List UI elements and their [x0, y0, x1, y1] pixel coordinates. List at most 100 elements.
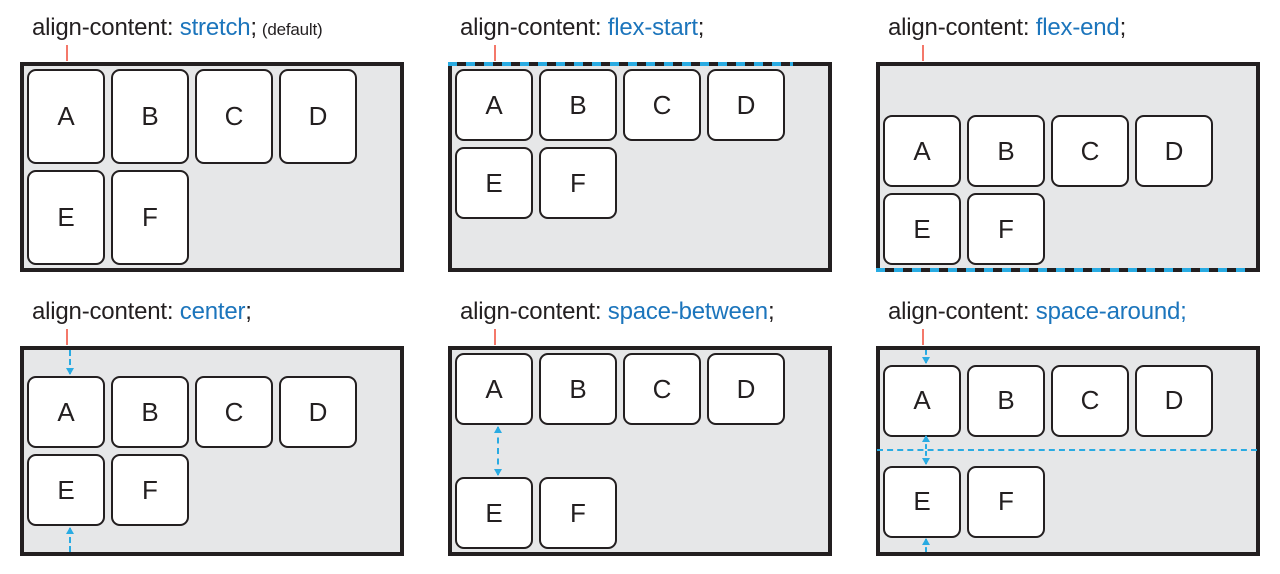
- tick-row: [448, 328, 832, 346]
- panel-label: align-content: center;: [32, 298, 404, 328]
- spacing-arrow-above-midline: [922, 435, 930, 449]
- arrow-head-down-icon: [922, 357, 930, 364]
- arrow-head-down-icon: [66, 368, 74, 375]
- arrow-line: [925, 451, 927, 464]
- flex-container-flex-start: A B C D E F: [448, 62, 832, 272]
- semicolon: ;: [250, 14, 257, 41]
- arrow-head-down-icon: [922, 458, 930, 465]
- arrow-line: [69, 350, 71, 374]
- red-tick-line: [922, 329, 924, 345]
- spacing-arrow-between-rows: [494, 426, 502, 476]
- flex-item-e: E: [27, 454, 105, 526]
- property-value: stretch: [179, 14, 251, 41]
- midline-dashed: [877, 449, 1257, 451]
- flex-container-flex-end: A B C D E F: [876, 62, 1260, 272]
- property-name: align-content:: [32, 298, 174, 325]
- flex-item-d: D: [279, 69, 357, 164]
- default-note: (default): [261, 20, 323, 39]
- flex-container-center: A B C D E F: [20, 346, 404, 556]
- align-content-diagram: align-content: stretch;(default) A B C D…: [20, 14, 1260, 556]
- panel-label: align-content: flex-start;: [460, 14, 832, 44]
- flex-item-e: E: [455, 147, 533, 219]
- flex-item-d: D: [1135, 364, 1213, 437]
- arrow-line: [925, 539, 927, 552]
- property-name: align-content:: [460, 14, 602, 41]
- panel-label: align-content: space-between;: [460, 298, 832, 328]
- panel-label: align-content: flex-end;: [888, 14, 1260, 44]
- flex-item-b: B: [111, 376, 189, 448]
- arrow-line: [925, 350, 927, 363]
- panel-label: align-content: stretch;(default): [32, 14, 404, 44]
- red-tick-line: [66, 329, 68, 345]
- flex-item-a: A: [455, 353, 533, 425]
- property-value: space-between: [607, 298, 768, 325]
- flex-end-highlight-line: [876, 268, 1246, 272]
- flex-item-c: C: [623, 353, 701, 425]
- property-name: align-content:: [32, 14, 174, 41]
- red-tick-line: [494, 45, 496, 61]
- panel-flex-start: align-content: flex-start; A B C D E F: [448, 14, 832, 272]
- arrow-line: [925, 436, 927, 449]
- flex-item-e: E: [883, 193, 961, 265]
- property-value: center: [179, 298, 246, 325]
- panel-flex-end: align-content: flex-end; A B C D E F: [876, 14, 1260, 272]
- semicolon: ;: [1180, 298, 1187, 325]
- flex-item-a: A: [883, 364, 961, 437]
- property-value: space-around: [1035, 298, 1181, 325]
- tick-row: [20, 44, 404, 62]
- panel-center: align-content: center; A B C D E F: [20, 298, 404, 556]
- flex-item-b: B: [967, 364, 1045, 437]
- flex-item-d: D: [707, 69, 785, 141]
- flex-item-f: F: [539, 477, 617, 549]
- flex-item-c: C: [1051, 364, 1129, 437]
- arrow-line: [497, 427, 499, 475]
- flex-item-b: B: [111, 69, 189, 164]
- flex-item-d: D: [1135, 115, 1213, 187]
- arrow-head-up-icon: [66, 527, 74, 534]
- tick-row: [876, 328, 1260, 346]
- tick-row: [876, 44, 1260, 62]
- red-tick-line: [494, 329, 496, 345]
- flex-item-c: C: [1051, 115, 1129, 187]
- flex-item-f: F: [111, 170, 189, 265]
- property-name: align-content:: [888, 14, 1030, 41]
- arrow-head-down-icon: [494, 469, 502, 476]
- flex-item-a: A: [27, 376, 105, 448]
- spacing-arrow-top: [922, 350, 930, 364]
- flex-item-a: A: [883, 115, 961, 187]
- flex-container-space-between: A B C D E F: [448, 346, 832, 556]
- property-value: flex-start: [607, 14, 698, 41]
- arrow-head-up-icon: [922, 435, 930, 442]
- panel-space-around: align-content: space-around; A B C: [876, 298, 1260, 556]
- flex-container-stretch: A B C D E F: [20, 62, 404, 272]
- tick-row: [20, 328, 404, 346]
- flex-item-e: E: [455, 477, 533, 549]
- semicolon: ;: [1119, 14, 1127, 41]
- semicolon: ;: [245, 298, 252, 325]
- flex-item-a: A: [27, 69, 105, 164]
- flex-item-a: A: [455, 69, 533, 141]
- property-value: flex-end: [1035, 14, 1120, 41]
- spacing-arrow-bottom: [66, 527, 74, 552]
- arrow-head-up-icon: [494, 426, 502, 433]
- flex-item-c: C: [623, 69, 701, 141]
- panel-stretch: align-content: stretch;(default) A B C D…: [20, 14, 404, 272]
- red-tick-line: [66, 45, 68, 61]
- property-name: align-content:: [888, 298, 1030, 325]
- property-name: align-content:: [460, 298, 602, 325]
- flex-item-f: F: [539, 147, 617, 219]
- arrow-head-up-icon: [922, 538, 930, 545]
- flex-item-c: C: [195, 376, 273, 448]
- flex-item-b: B: [539, 69, 617, 141]
- flex-item-e: E: [27, 170, 105, 265]
- flex-item-b: B: [967, 115, 1045, 187]
- flex-container-space-around: A B C D E F: [876, 346, 1260, 556]
- flex-item-f: F: [111, 454, 189, 526]
- arrow-line: [69, 528, 71, 552]
- flex-item-d: D: [279, 376, 357, 448]
- spacing-arrow-top: [66, 350, 74, 375]
- tick-row: [448, 44, 832, 62]
- flex-item-c: C: [195, 69, 273, 164]
- red-tick-line: [922, 45, 924, 61]
- semicolon: ;: [697, 14, 705, 41]
